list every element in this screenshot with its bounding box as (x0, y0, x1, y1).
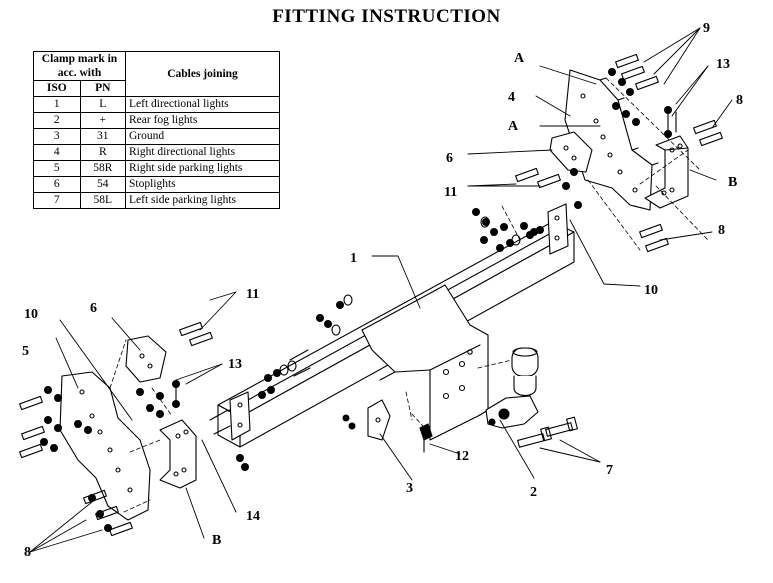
label-5: 5 (22, 344, 29, 359)
leader-lines (29, 27, 733, 553)
label-13-left: 13 (228, 357, 242, 372)
cable-cell: Left side parking lights (125, 192, 280, 209)
left-clamp-bracket (125, 335, 167, 383)
cable-cell: Right side parking lights (125, 160, 280, 177)
left-side-plate (59, 371, 151, 521)
page-title: FITTING INSTRUCTION (272, 6, 501, 27)
label-11-left: 11 (246, 287, 259, 302)
label-1: 1 (350, 251, 357, 266)
label-10-left: 10 (24, 307, 38, 322)
label-11-right: 11 (444, 185, 457, 200)
header-clamp-mark: Clamp mark in acc. with (33, 51, 126, 81)
left-bracket-b (159, 419, 197, 489)
label-8-right: 8 (718, 223, 725, 238)
bolt-12 (419, 423, 433, 453)
label-b-left: B (212, 533, 221, 548)
label-13-right: 13 (716, 57, 730, 72)
label-2: 2 (530, 485, 537, 500)
crossbar (217, 203, 575, 448)
label-8-left: 8 (24, 545, 31, 560)
table-subheader-row: ISO PN (33, 80, 280, 97)
label-7: 7 (606, 463, 613, 478)
tow-ball (485, 347, 539, 429)
label-6-right: 6 (446, 151, 453, 166)
left-fasteners (19, 321, 213, 537)
label-12: 12 (455, 449, 469, 464)
table-row: 2+Rear fog lights (33, 112, 280, 129)
label-b-right: B (728, 175, 737, 190)
label-4: 4 (508, 90, 515, 105)
right-bracket-b (644, 135, 689, 209)
label-9: 9 (703, 21, 710, 36)
part-labels: 1 2 3 4 5 6 6 7 8 8 8 9 10 10 11 11 12 1… (22, 21, 743, 560)
label-14: 14 (246, 509, 260, 524)
label-10-right: 10 (644, 283, 658, 298)
pn-cell: 58L (79, 192, 127, 209)
pn-cell: 58R (79, 160, 127, 177)
bar-washers (209, 216, 521, 435)
label-3: 3 (406, 481, 413, 496)
bolts-7 (517, 416, 578, 448)
label-a-top: A (514, 51, 525, 66)
label-8-top: 8 (736, 93, 743, 108)
label-6-left: 6 (90, 301, 97, 316)
right-fasteners (472, 53, 723, 253)
header-pn: PN (79, 80, 127, 97)
label-a-middle: A (508, 119, 519, 134)
socket-bracket (342, 399, 391, 441)
assembly-guide-lines (109, 77, 709, 513)
cables-joining-table: Clamp mark in acc. with Cables joining I… (33, 51, 280, 209)
